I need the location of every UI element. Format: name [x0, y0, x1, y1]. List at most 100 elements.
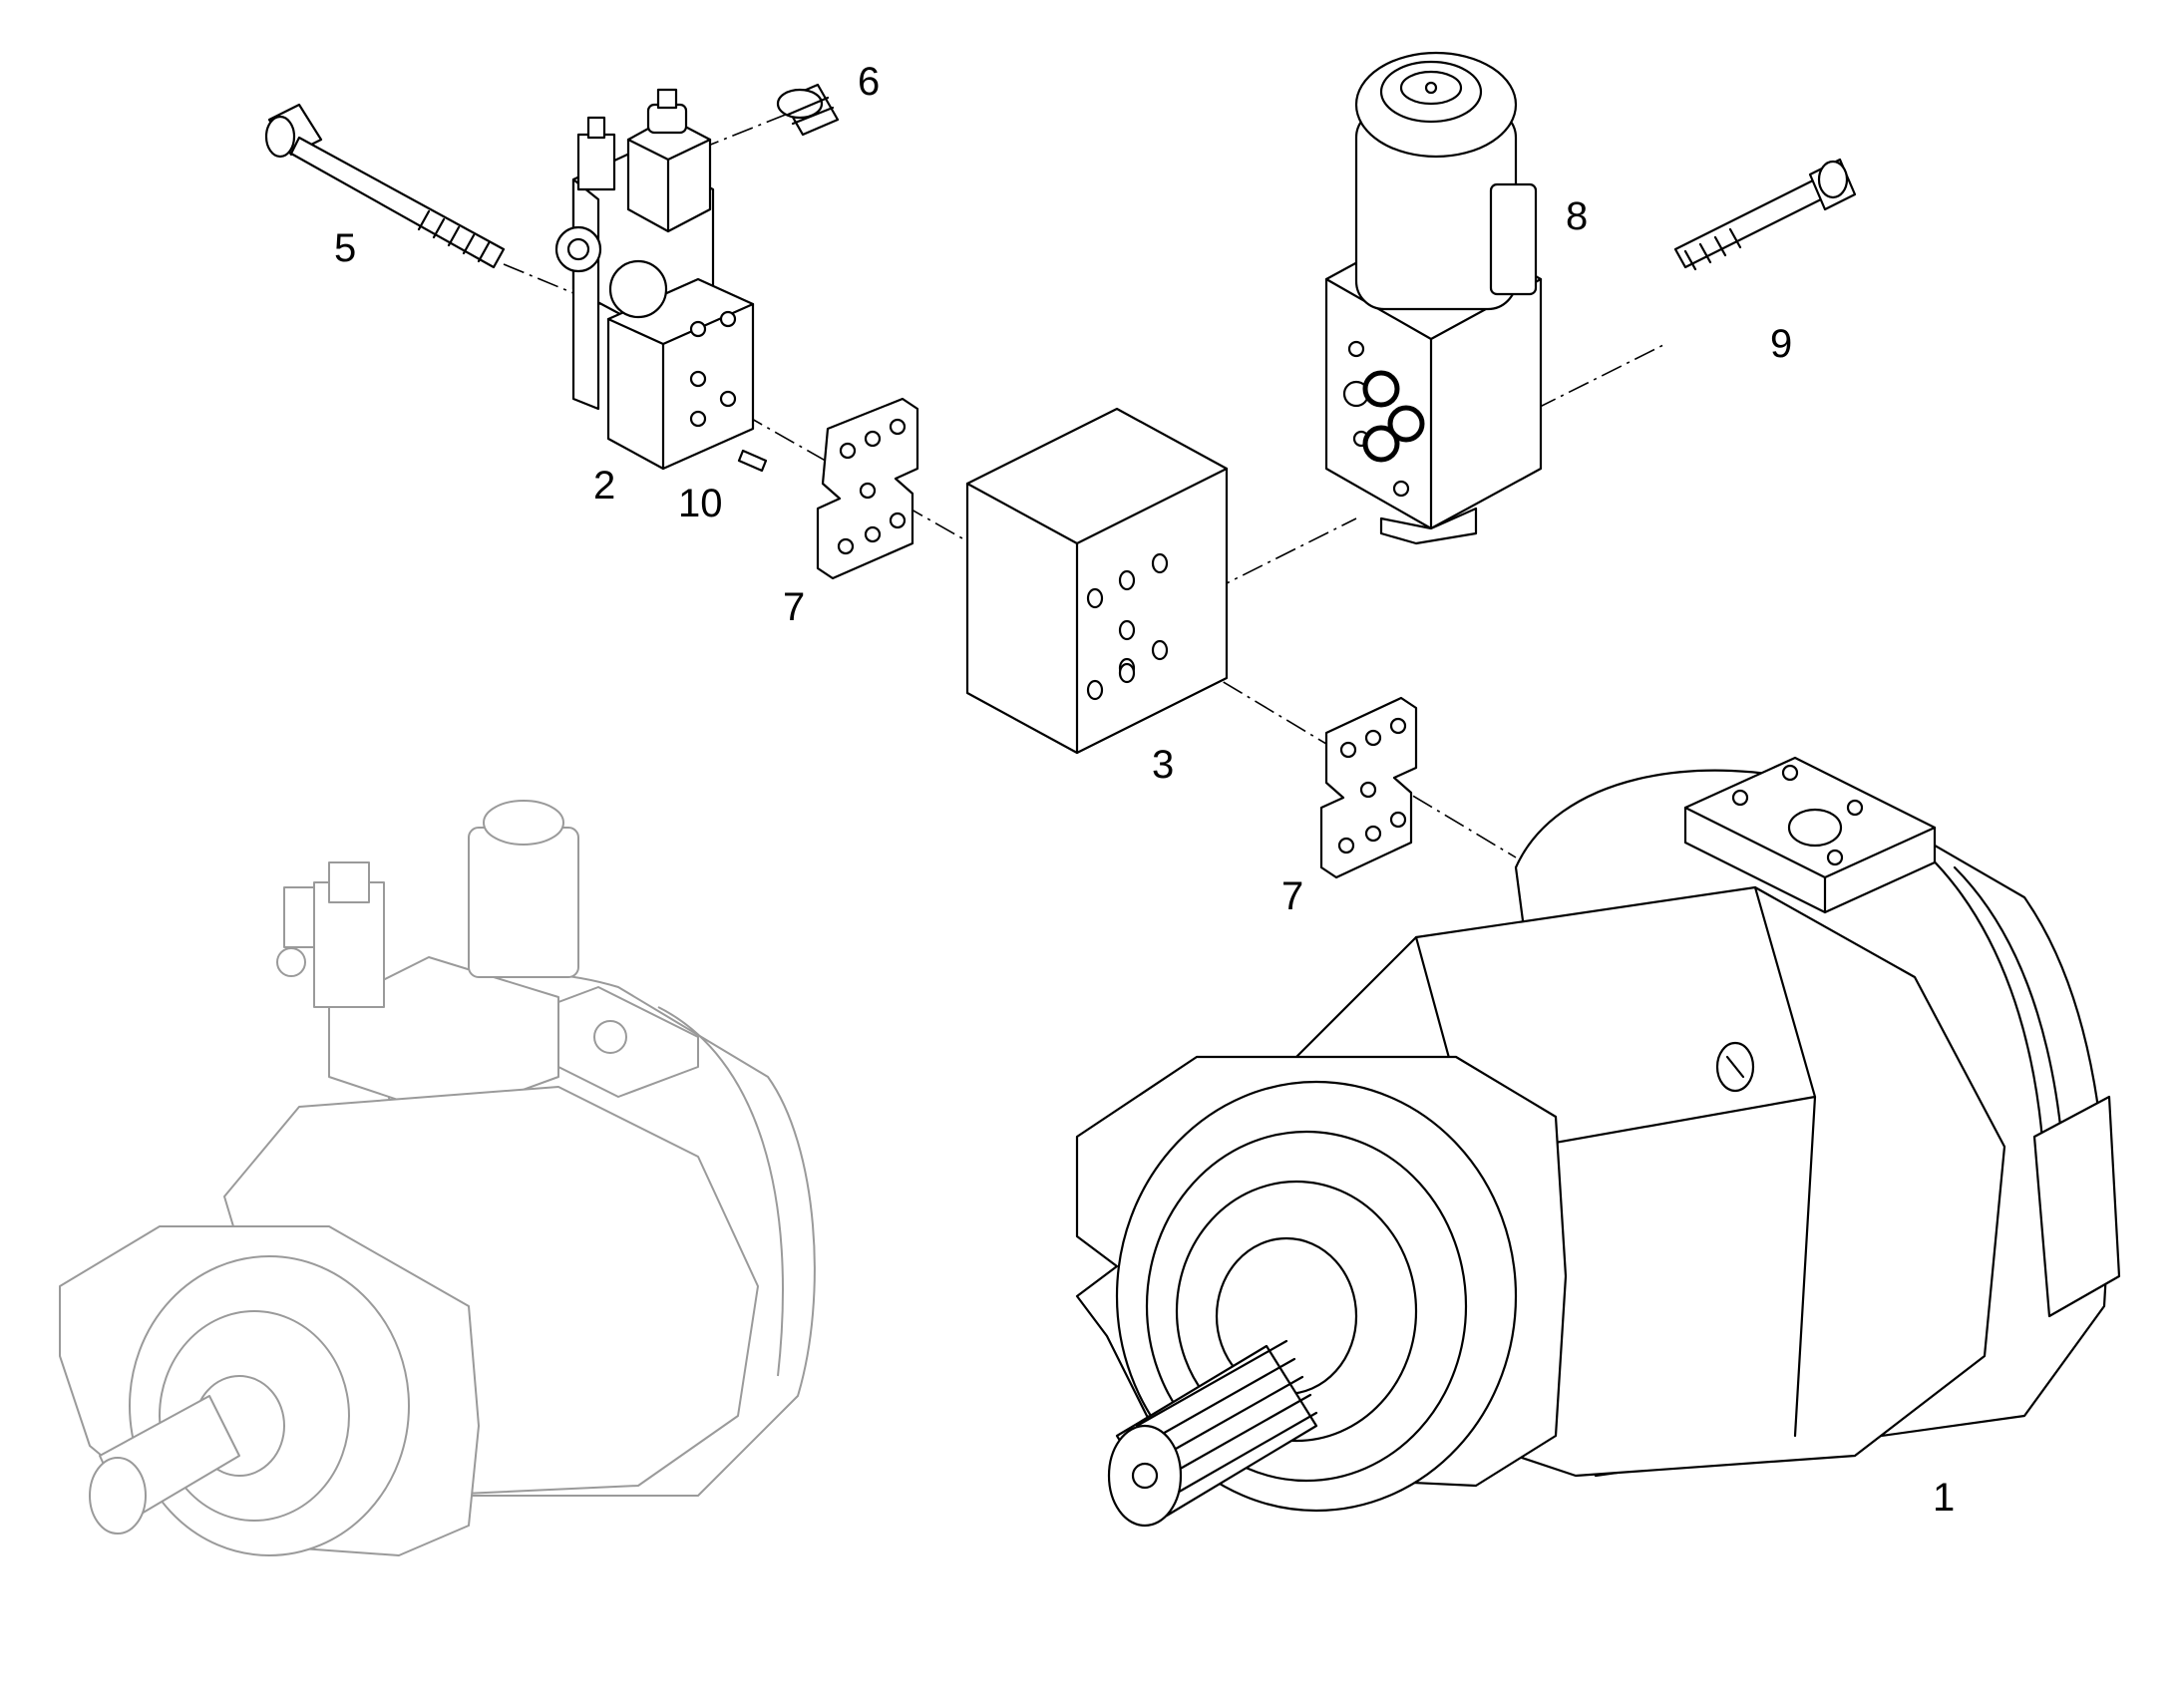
valve-2-front-port [608, 259, 668, 319]
callout-7-upper: 7 [783, 585, 805, 629]
bolt-5-shank [289, 136, 506, 269]
bolt-9-thread [1683, 227, 1742, 271]
gasket-7-upper-hole [837, 537, 855, 555]
callout-2: 2 [593, 464, 615, 508]
part-6-plug [776, 83, 840, 137]
ghost-solenoid [468, 827, 579, 978]
motor-1-body-facets [1414, 885, 1817, 1438]
gasket-7-lower-hole [1337, 837, 1355, 854]
motor-1-flange-hole [1846, 799, 1864, 817]
callout-8: 8 [1566, 194, 1588, 238]
valve-2-hex-edges [626, 138, 712, 233]
centerline-plug-6 [697, 109, 799, 151]
block-3-hole [1118, 662, 1136, 684]
callout-5: 5 [334, 226, 356, 270]
ghost-valve-port [276, 947, 306, 977]
gasket-7-upper-hole [864, 430, 882, 448]
part-2-valve-block [554, 88, 755, 471]
pin-10 [737, 449, 768, 473]
motor-1-spline-teeth [1135, 1339, 1318, 1500]
valve-8-connector [1489, 182, 1538, 296]
motor-1-flange-hole [1731, 789, 1749, 807]
ghost-solenoid-cap [483, 800, 564, 846]
gasket-7-upper-hole [859, 482, 877, 500]
valve-8-hole [1347, 340, 1365, 358]
valve-8-oring [1387, 405, 1425, 443]
gasket-7-lower-hole [1364, 729, 1382, 747]
valve-2-stem-top [656, 88, 678, 110]
valve-2-stem [646, 103, 688, 135]
motor-1-side-pad [2032, 1095, 2121, 1318]
gasket-7-upper-hole [889, 512, 907, 529]
plug-6-top [776, 88, 824, 120]
centerline-bolt-9 [1535, 343, 1666, 410]
gasket-7-lower-hole [1389, 811, 1407, 829]
gasket-7-upper-hole [839, 442, 857, 460]
block-3-hole [1118, 569, 1136, 591]
ghost-shaft-end [89, 1457, 147, 1535]
valve-2-small-stem [586, 116, 606, 140]
valve-8-hole [1392, 480, 1410, 498]
valve-2-hole [689, 320, 707, 338]
block-3-outline [965, 407, 1229, 755]
valve-2-side-port-inner [566, 237, 590, 261]
part-10-pin [737, 449, 768, 473]
motor-1-body-port-slot [1725, 1055, 1745, 1079]
gasket-7-upper-hole [864, 525, 882, 543]
valve-2-flange-edges [606, 302, 755, 471]
callout-3: 3 [1152, 743, 1174, 787]
valve-8-oring [1362, 425, 1400, 463]
gasket-7-lower-hole [1364, 825, 1382, 843]
block-3-hole [1086, 679, 1104, 701]
assembled-reference-view [59, 800, 816, 1556]
bolt-5-head-face [264, 115, 296, 159]
motor-1-flange-edges [1683, 806, 1937, 914]
block-3-hole [1151, 639, 1169, 661]
callout-6: 6 [858, 60, 880, 104]
block-3-hole [1151, 552, 1169, 574]
valve-2-side-bar [571, 177, 600, 411]
callout-7-lower: 7 [1281, 874, 1303, 918]
motor-1-flange-port [1787, 808, 1843, 848]
valve-8-bottom-nut [1379, 507, 1478, 545]
part-7-gasket-lower [1319, 696, 1418, 879]
motor-1-shaft-center-hole [1131, 1462, 1159, 1490]
ghost-rear-rim [657, 1006, 784, 1377]
block-3-hole [1118, 619, 1136, 641]
part-7-gasket-upper [816, 397, 919, 580]
callout-10: 10 [678, 482, 723, 525]
gasket-7-lower-hole [1359, 781, 1377, 799]
bolt-9-shank [1673, 177, 1827, 269]
valve-8-oring [1362, 370, 1400, 408]
callout-9: 9 [1770, 322, 1792, 366]
motor-1-flange-hole [1826, 849, 1844, 866]
bolt-9-head-face [1817, 160, 1849, 199]
block-3-edges [965, 467, 1229, 755]
valve-2-hole [719, 310, 737, 328]
ghost-valve-nut [328, 861, 370, 903]
centerline-valve-8 [1176, 517, 1357, 609]
callout-1: 1 [1933, 1476, 1955, 1520]
part-3-block [965, 407, 1229, 755]
ghost-flange-port [593, 1020, 627, 1054]
valve-2-hole [719, 390, 737, 408]
plug-6-thread [786, 96, 835, 126]
valve-2-small-nut [576, 133, 616, 191]
part-1-hydraulic-motor [1075, 756, 2121, 1528]
gasket-7-lower-hole [1389, 717, 1407, 735]
ghost-manifold [328, 956, 559, 1118]
bolt-5-thread [417, 209, 491, 263]
motor-1-flange-hole [1781, 764, 1799, 782]
gasket-7-lower-hole [1339, 741, 1357, 759]
valve-2-hole [689, 410, 707, 428]
block-3-hole [1086, 587, 1104, 609]
valve-2-hole [689, 370, 707, 388]
valve-2-flange [606, 277, 755, 471]
valve-8-cap-center [1424, 81, 1438, 95]
callout-labels: 1 2 3 5 6 7 7 8 9 10 [334, 60, 1955, 1520]
part-5-long-bolt [264, 103, 506, 269]
part-9-short-bolt [1673, 158, 1857, 271]
gasket-7-upper-hole [889, 418, 907, 436]
